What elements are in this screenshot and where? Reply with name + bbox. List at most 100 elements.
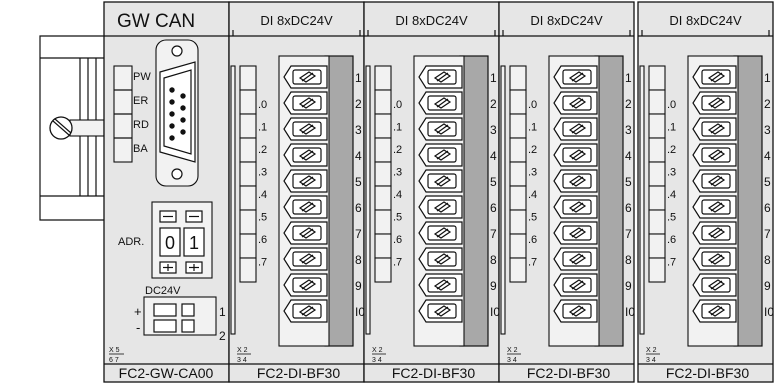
- screwdriver-icon: [568, 97, 587, 109]
- terminal-2[interactable]: 2: [692, 91, 771, 115]
- io-module-rail-strip: [365, 65, 371, 335]
- led-label-er: ER: [133, 95, 148, 107]
- screwdriver-icon: [707, 201, 726, 213]
- terminal-number: 4: [490, 149, 497, 163]
- io-module-title: DI 8xDC24V: [669, 13, 742, 28]
- power-pin-2: 2: [219, 329, 226, 343]
- terminal-number: 4: [764, 149, 771, 163]
- led-cell: [648, 185, 666, 211]
- terminal-7[interactable]: 7: [283, 221, 362, 245]
- channel-label: .7: [667, 257, 676, 269]
- mounting-screw-icon[interactable]: [49, 116, 73, 140]
- screwdriver-icon: [298, 201, 317, 213]
- terminal-5[interactable]: 5: [692, 169, 771, 193]
- channel-label: .4: [667, 189, 676, 201]
- led-cell: [509, 65, 527, 91]
- led-cell: [648, 65, 666, 91]
- screwdriver-icon: [433, 227, 452, 239]
- terminal-4[interactable]: 4: [283, 143, 362, 167]
- terminal-number: 6: [490, 201, 497, 215]
- terminal-9[interactable]: 9: [418, 273, 497, 297]
- screwdriver-icon: [298, 97, 317, 109]
- terminal-number: 9: [490, 279, 497, 293]
- terminal-10[interactable]: I0: [692, 299, 774, 323]
- terminal-3[interactable]: 3: [692, 117, 771, 141]
- terminal-9[interactable]: 9: [692, 273, 771, 297]
- terminal-5[interactable]: 5: [283, 169, 362, 193]
- terminal-10[interactable]: I0: [283, 299, 365, 323]
- channel-label: .3: [667, 167, 676, 179]
- terminal-4[interactable]: 4: [692, 143, 771, 167]
- terminal-1[interactable]: 1: [553, 65, 632, 89]
- terminal-number: 4: [625, 149, 632, 163]
- terminal-8[interactable]: 8: [553, 247, 632, 271]
- terminal-2[interactable]: 2: [418, 91, 497, 115]
- terminal-1[interactable]: 1: [692, 65, 771, 89]
- terminal-1[interactable]: 1: [283, 65, 362, 89]
- led-column: [239, 65, 257, 283]
- terminal-2[interactable]: 2: [283, 91, 362, 115]
- terminal-7[interactable]: 7: [692, 221, 771, 245]
- terminal-number: 2: [355, 97, 362, 111]
- terminal-10[interactable]: I0: [553, 299, 635, 323]
- terminal-5[interactable]: 5: [418, 169, 497, 193]
- channel-label: .5: [393, 212, 402, 224]
- io-module-notch: [502, 30, 631, 36]
- terminal-3[interactable]: 3: [283, 117, 362, 141]
- terminal-8[interactable]: 8: [418, 247, 497, 271]
- led-cell: [648, 161, 666, 187]
- screwdriver-icon: [433, 175, 452, 187]
- led-cell: [374, 185, 392, 211]
- dsub9-connector-icon[interactable]: [155, 39, 199, 187]
- screwdriver-icon: [298, 253, 317, 265]
- led-cell: [648, 233, 666, 259]
- screwdriver-icon: [707, 305, 726, 317]
- channel-label: .0: [258, 99, 267, 111]
- power-minus: -: [136, 320, 140, 335]
- address-label: ADR.: [118, 236, 144, 248]
- address-down-icon[interactable]: [159, 261, 203, 274]
- terminal-number: 3: [490, 123, 497, 137]
- led-column: [648, 65, 666, 283]
- terminal-6[interactable]: 6: [283, 195, 362, 219]
- terminal-9[interactable]: 9: [553, 273, 632, 297]
- terminal-4[interactable]: 4: [418, 143, 497, 167]
- led-cell: [509, 257, 527, 283]
- terminal-7[interactable]: 7: [553, 221, 632, 245]
- terminal-6[interactable]: 6: [553, 195, 632, 219]
- terminal-3[interactable]: 3: [553, 117, 632, 141]
- terminal-number: 2: [764, 97, 771, 111]
- terminal-8[interactable]: 8: [283, 247, 362, 271]
- io-module-notch: [641, 30, 770, 36]
- io-module-part-number: FC2-DI-BF30: [257, 365, 340, 381]
- terminal-10[interactable]: I0: [418, 299, 500, 323]
- power-connector[interactable]: [143, 296, 217, 336]
- screwdriver-icon: [298, 279, 317, 291]
- address-switch[interactable]: 0 1: [151, 201, 213, 279]
- terminal-5[interactable]: 5: [553, 169, 632, 193]
- led-cell: [648, 137, 666, 163]
- terminal-number: 9: [625, 279, 632, 293]
- terminal-8[interactable]: 8: [692, 247, 771, 271]
- channel-label: .6: [258, 234, 267, 246]
- address-up-icon[interactable]: [159, 210, 203, 223]
- terminal-9[interactable]: 9: [283, 273, 362, 297]
- channel-label: .4: [258, 189, 267, 201]
- terminal-number: 5: [490, 175, 497, 189]
- terminal-rail: [594, 55, 624, 347]
- terminal-6[interactable]: 6: [418, 195, 497, 219]
- led-label-rd: RD: [133, 119, 149, 131]
- led-cell: [509, 185, 527, 211]
- terminal-6[interactable]: 6: [692, 195, 771, 219]
- terminal-3[interactable]: 3: [418, 117, 497, 141]
- channel-label: .2: [258, 144, 267, 156]
- module-connector-code-bottom: 3 4: [237, 357, 247, 364]
- terminal-7[interactable]: 7: [418, 221, 497, 245]
- module-connector-code-bottom: 3 4: [507, 357, 517, 364]
- terminal-number: 7: [355, 227, 362, 241]
- terminal-4[interactable]: 4: [553, 143, 632, 167]
- terminal-1[interactable]: 1: [418, 65, 497, 89]
- terminal-2[interactable]: 2: [553, 91, 632, 115]
